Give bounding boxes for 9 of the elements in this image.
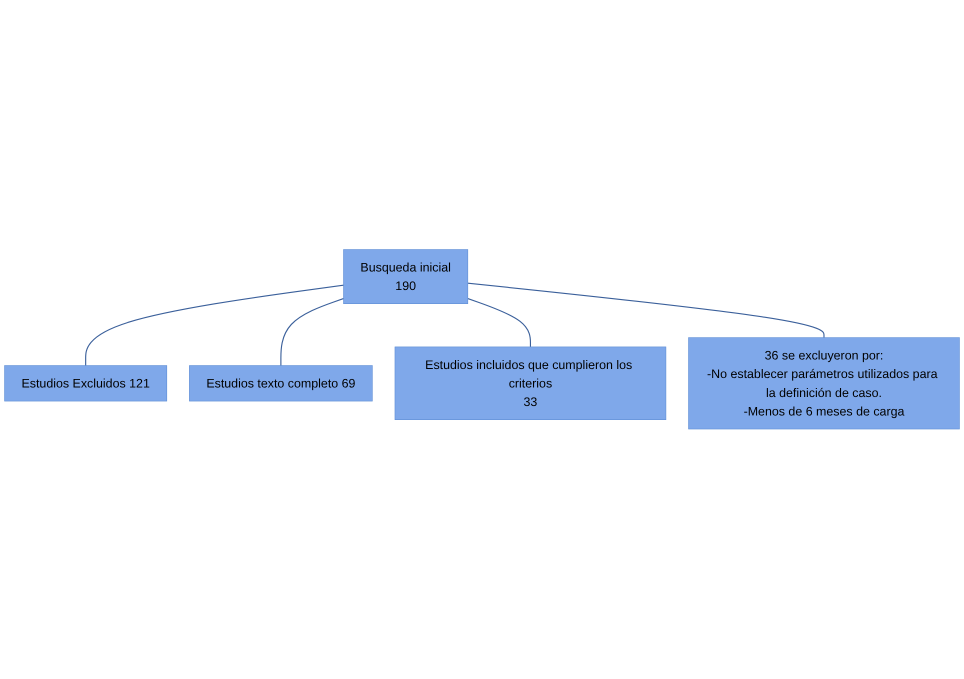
connector xyxy=(468,282,825,338)
node-box: 36 se excluyeron por: -No establecer parámetros utilizados para la definición de caso. -Menos de 6 meses de carga xyxy=(688,338,960,430)
node-box: Estudios incluidos que cumplieron los criterios 33 xyxy=(394,346,666,420)
node-box: Busqueda inicial 190 xyxy=(343,249,468,304)
connector xyxy=(468,298,531,348)
connector xyxy=(85,284,344,366)
node-box: Estudios Excluidos 121 xyxy=(4,365,168,402)
node-box: Estudios texto completo 69 xyxy=(189,365,373,402)
connector xyxy=(280,298,344,366)
